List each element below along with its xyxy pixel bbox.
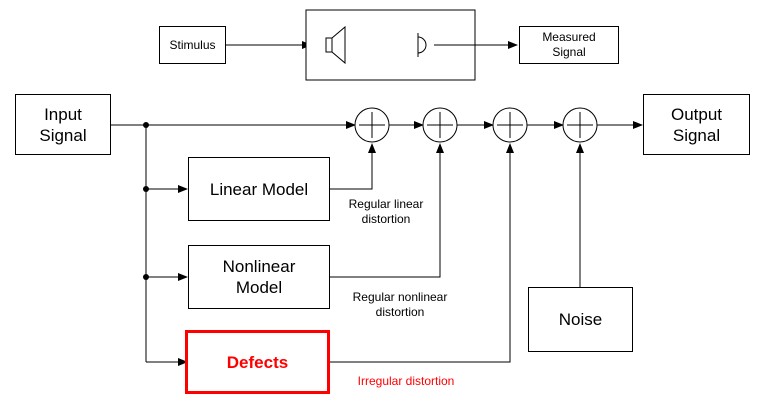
junction-dot bbox=[143, 122, 149, 128]
summing-junction-1 bbox=[354, 107, 390, 143]
linear-to-sum1-line bbox=[330, 143, 376, 190]
input-signal-block: Input Signal bbox=[15, 94, 111, 155]
speaker-icon bbox=[325, 25, 346, 65]
output-signal-block: Output Signal bbox=[643, 94, 750, 155]
summing-junction-2 bbox=[422, 107, 458, 143]
linear-model-block: Linear Model bbox=[188, 157, 330, 221]
regular-linear-distortion-label: Regular linear distortion bbox=[348, 197, 424, 226]
regular-nonlinear-distortion-label: Regular nonlinear distortion bbox=[352, 290, 448, 319]
summing-junction-3 bbox=[492, 107, 528, 143]
stimulus-block: Stimulus bbox=[159, 26, 226, 64]
defects-to-sum3-line bbox=[330, 143, 514, 363]
nonlinear-model-block: Nonlinear Model bbox=[188, 245, 330, 309]
measured-signal-block: Measured Signal bbox=[519, 26, 619, 64]
irregular-distortion-label: Irregular distortion bbox=[357, 374, 455, 388]
microphone-icon bbox=[417, 33, 427, 57]
nonlinear-to-sum2-line bbox=[330, 143, 444, 278]
noise-block: Noise bbox=[528, 287, 633, 352]
summing-junction-4 bbox=[562, 107, 598, 143]
defects-block: Defects bbox=[185, 330, 330, 394]
